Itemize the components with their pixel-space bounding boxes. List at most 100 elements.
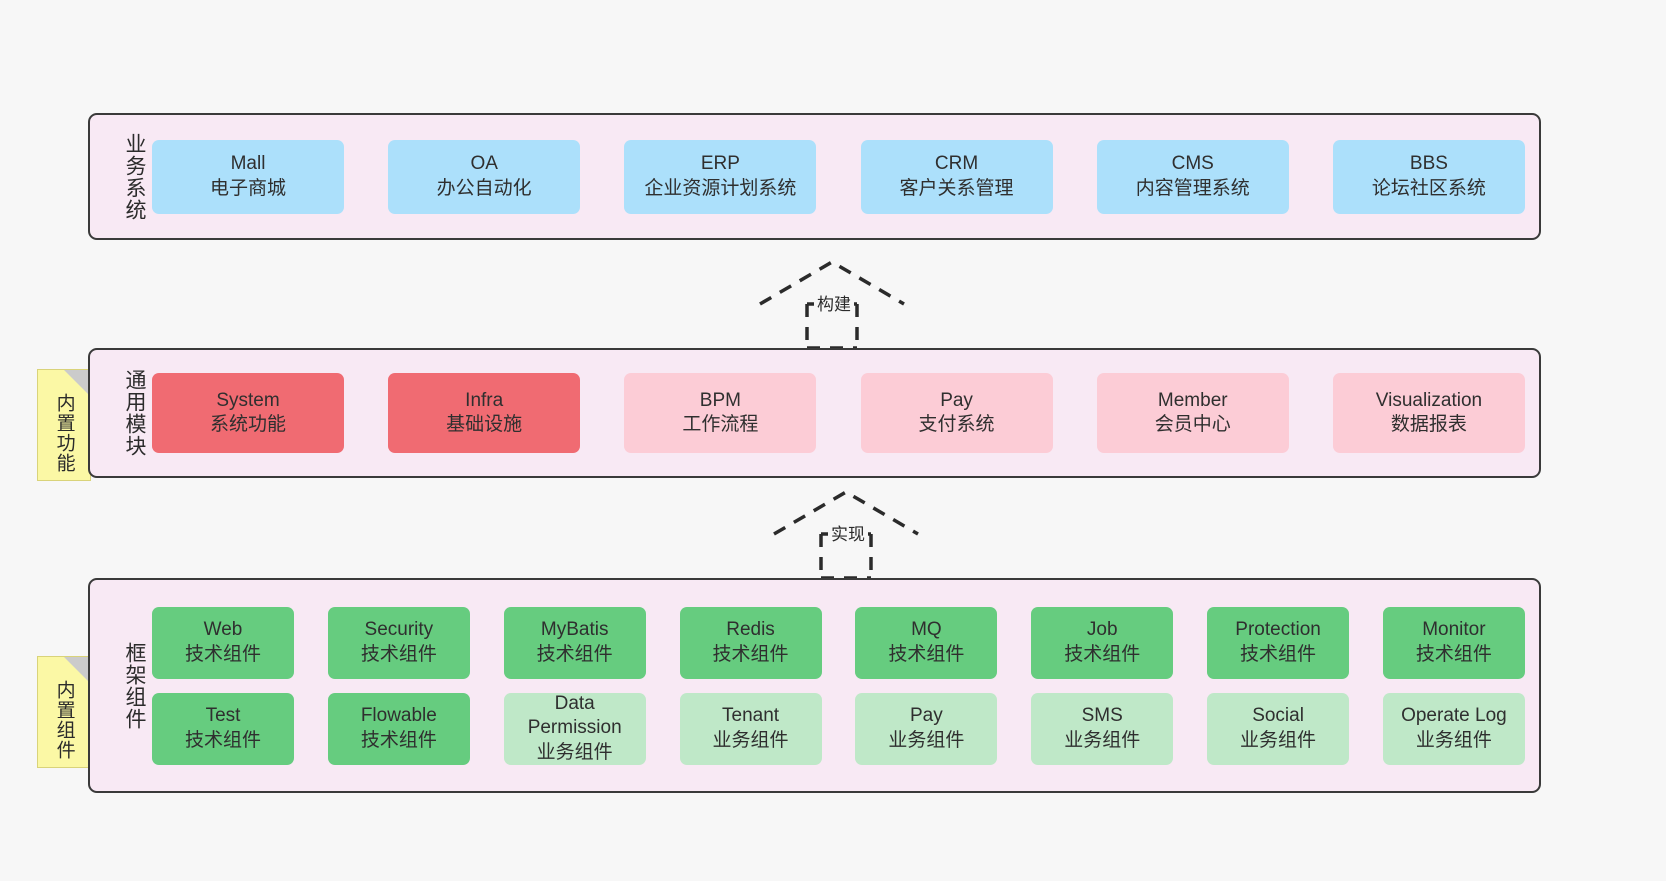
card-pay-component-en: Pay <box>910 705 943 727</box>
card-bbs-cn: 论坛社区系统 <box>1371 177 1486 199</box>
framework-card-row-2: Test 技术组件 Flowable 技术组件 Data Permission … <box>152 692 1525 765</box>
layer-business-systems: 业务系统 Mall 电子商城 OA 办公自动化 ERP 企业资源计划系统 CRM… <box>88 113 1541 240</box>
layer-modules-title: 通用模块 <box>123 369 146 457</box>
sticky-framework-label: 内置组件 <box>53 680 75 760</box>
card-protection-cn: 技术组件 <box>1240 643 1317 665</box>
card-operate-log-en: Operate Log <box>1401 705 1507 727</box>
card-redis-cn: 技术组件 <box>712 643 789 665</box>
business-card-row: Mall 电子商城 OA 办公自动化 ERP 企业资源计划系统 CRM 客户关系… <box>152 139 1525 214</box>
card-mybatis-cn: 技术组件 <box>536 643 613 665</box>
card-pay-component[interactable]: Pay 业务组件 <box>855 692 998 765</box>
card-web-cn: 技术组件 <box>184 643 261 665</box>
sticky-note-builtin-features: 内置功能 <box>37 369 91 481</box>
card-protection[interactable]: Protection 技术组件 <box>1207 606 1350 679</box>
card-job-en: Job <box>1086 619 1118 641</box>
card-oa-cn: 办公自动化 <box>436 177 532 199</box>
implement-arrow-label: 实现 <box>828 520 868 545</box>
card-cms-en: CMS <box>1171 153 1214 175</box>
card-oa[interactable]: OA 办公自动化 <box>388 139 581 214</box>
card-web[interactable]: Web 技术组件 <box>152 606 294 679</box>
card-sms-cn: 业务组件 <box>1064 729 1141 751</box>
card-monitor-en: Monitor <box>1422 619 1486 641</box>
card-mall[interactable]: Mall 电子商城 <box>152 139 344 214</box>
card-redis[interactable]: Redis 技术组件 <box>679 606 822 679</box>
card-sms-en: SMS <box>1081 705 1123 727</box>
card-test-en: Test <box>205 705 241 727</box>
card-data-permission[interactable]: Data Permission 业务组件 <box>503 692 646 765</box>
layer-common-modules: 通用模块 System 系统功能 Infra 基础设施 BPM 工作流程 Pay… <box>88 348 1541 478</box>
card-member-cn: 会员中心 <box>1154 414 1231 435</box>
card-crm-cn: 客户关系管理 <box>899 177 1014 199</box>
card-security-en: Security <box>364 619 434 641</box>
layer-framework-body: Web 技术组件 Security 技术组件 MyBatis 技术组件 Redi… <box>150 580 1539 791</box>
card-tenant-en: Tenant <box>722 705 780 727</box>
connector-build: 构建 <box>752 258 912 350</box>
implement-arrow-icon <box>773 489 919 580</box>
card-sms[interactable]: SMS 业务组件 <box>1031 692 1174 765</box>
card-erp[interactable]: ERP 企业资源计划系统 <box>624 139 817 214</box>
card-system-en: System <box>216 389 280 411</box>
layer-business-title: 业务系统 <box>123 132 146 221</box>
build-arrow-label: 构建 <box>814 290 854 315</box>
card-social[interactable]: Social 业务组件 <box>1207 692 1350 765</box>
card-mq-en: MQ <box>911 619 942 641</box>
card-mq[interactable]: MQ 技术组件 <box>855 606 998 679</box>
card-bpm-cn: 工作流程 <box>682 414 759 435</box>
layer-framework-components: 框架组件 Web 技术组件 Security 技术组件 MyBatis 技术组件… <box>88 578 1541 793</box>
card-infra-cn: 基础设施 <box>446 414 523 435</box>
card-tenant[interactable]: Tenant 业务组件 <box>679 692 822 765</box>
card-monitor-cn: 技术组件 <box>1415 643 1492 665</box>
card-erp-cn: 企业资源计划系统 <box>644 177 797 199</box>
card-job-cn: 技术组件 <box>1064 643 1141 665</box>
card-tenant-cn: 业务组件 <box>712 729 789 751</box>
card-monitor[interactable]: Monitor 技术组件 <box>1382 606 1525 679</box>
card-mq-cn: 技术组件 <box>888 643 965 665</box>
card-bpm-en: BPM <box>699 389 741 411</box>
card-redis-en: Redis <box>726 619 775 641</box>
card-erp-en: ERP <box>700 153 740 175</box>
card-mall-cn: 电子商城 <box>209 177 286 199</box>
card-cms-cn: 内容管理系统 <box>1135 177 1250 199</box>
connector-implement: 实现 <box>766 488 926 580</box>
card-flowable[interactable]: Flowable 技术组件 <box>327 692 470 765</box>
card-security[interactable]: Security 技术组件 <box>327 606 470 679</box>
card-infra[interactable]: Infra 基础设施 <box>388 373 581 453</box>
card-security-cn: 技术组件 <box>360 643 437 665</box>
card-member[interactable]: Member 会员中心 <box>1096 373 1289 453</box>
card-bbs[interactable]: BBS 论坛社区系统 <box>1332 139 1525 214</box>
card-operate-log[interactable]: Operate Log 业务组件 <box>1382 692 1525 765</box>
card-data-permission-cn: 业务组件 <box>536 741 613 763</box>
card-mybatis[interactable]: MyBatis 技术组件 <box>503 606 646 679</box>
card-crm[interactable]: CRM 客户关系管理 <box>860 139 1053 214</box>
build-arrow-icon <box>759 259 905 350</box>
card-system-cn: 系统功能 <box>209 414 286 435</box>
card-visualization[interactable]: Visualization 数据报表 <box>1332 373 1525 453</box>
card-infra-en: Infra <box>465 389 504 411</box>
card-cms[interactable]: CMS 内容管理系统 <box>1096 139 1289 214</box>
card-operate-log-cn: 业务组件 <box>1415 729 1492 751</box>
card-web-en: Web <box>203 619 243 641</box>
card-mall-en: Mall <box>230 153 266 175</box>
card-crm-en: CRM <box>934 153 979 175</box>
sticky-note-builtin-components: 内置组件 <box>37 656 91 768</box>
card-system[interactable]: System 系统功能 <box>152 373 344 453</box>
layer-business-body: Mall 电子商城 OA 办公自动化 ERP 企业资源计划系统 CRM 客户关系… <box>150 115 1539 238</box>
layer-modules-body: System 系统功能 Infra 基础设施 BPM 工作流程 Pay 支付系统… <box>150 350 1539 476</box>
card-data-permission-en: Data Permission <box>527 693 622 739</box>
card-bpm[interactable]: BPM 工作流程 <box>624 373 817 453</box>
framework-card-row-1: Web 技术组件 Security 技术组件 MyBatis 技术组件 Redi… <box>152 606 1525 679</box>
modules-card-row: System 系统功能 Infra 基础设施 BPM 工作流程 Pay 支付系统… <box>152 373 1525 453</box>
layer-framework-title: 框架组件 <box>123 641 146 730</box>
card-visualization-cn: 数据报表 <box>1390 414 1467 435</box>
card-visualization-en: Visualization <box>1375 389 1483 411</box>
card-job[interactable]: Job 技术组件 <box>1031 606 1174 679</box>
card-social-en: Social <box>1252 705 1304 727</box>
card-pay-module-en: Pay <box>940 389 973 411</box>
card-test-cn: 技术组件 <box>184 729 261 751</box>
card-mybatis-en: MyBatis <box>540 619 609 641</box>
card-member-en: Member <box>1157 389 1228 411</box>
card-social-cn: 业务组件 <box>1240 729 1317 751</box>
card-test[interactable]: Test 技术组件 <box>152 692 294 765</box>
card-pay-module[interactable]: Pay 支付系统 <box>860 373 1053 453</box>
